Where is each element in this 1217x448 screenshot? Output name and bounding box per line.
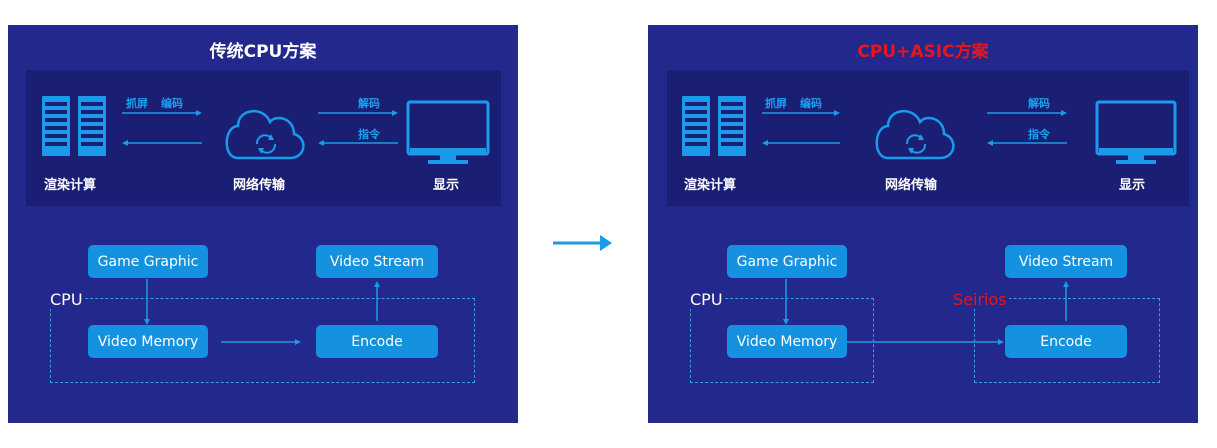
panel-title: 传统CPU方案: [209, 42, 317, 62]
encode-node: Encode: [316, 325, 438, 358]
render-label: 渲染计算: [44, 178, 97, 193]
cpu-asic-panel: CPU+ASIC方案: [648, 25, 1198, 423]
cpu-label: CPU: [48, 290, 85, 309]
flow-arrows: [122, 110, 398, 146]
display-label: 显示: [433, 178, 460, 193]
flow-connectors: [144, 279, 380, 345]
server-rack-icon: [682, 96, 746, 156]
cloud-sync-icon: [875, 110, 955, 160]
video-stream-node: Video Stream: [316, 245, 438, 278]
video-memory-node: Video Memory: [88, 325, 208, 358]
pipeline-overview: 抓屏 编码 解码 指令 渲染计算 网络传输 显示: [26, 70, 501, 206]
encode-node: Encode: [1005, 325, 1127, 358]
command-label: 指令: [358, 128, 380, 141]
monitor-icon: [406, 100, 490, 164]
decode-label: 解码: [358, 97, 380, 110]
game-graphic-node: Game Graphic: [88, 245, 208, 278]
pipeline-overview: 抓屏 编码 解码 指令 渲染计算 网络传输 显示: [667, 70, 1189, 206]
display-label: 显示: [1119, 178, 1146, 193]
command-label: 指令: [1028, 128, 1050, 141]
monitor-icon: [1095, 100, 1177, 164]
decode-label: 解码: [1028, 97, 1050, 110]
capture-label: 抓屏: [765, 97, 787, 110]
flow-connectors: [783, 279, 1069, 345]
server-rack-icon: [42, 96, 106, 156]
cpu-dashed-box: [50, 298, 475, 383]
network-label: 网络传输: [885, 178, 938, 193]
capture-label: 抓屏: [126, 97, 148, 110]
traditional-cpu-panel: 传统CPU方案: [8, 25, 518, 423]
cpu-label: CPU: [688, 290, 725, 309]
render-label: 渲染计算: [684, 178, 737, 193]
game-graphic-node: Game Graphic: [727, 245, 847, 278]
encode-label: 编码: [161, 97, 183, 110]
seirios-label: Seirios: [951, 290, 1009, 309]
cpu-dashed-box: [690, 298, 874, 383]
encode-label: 编码: [800, 97, 822, 110]
cloud-sync-icon: [225, 110, 305, 160]
seirios-dashed-box: [974, 298, 1160, 383]
video-memory-node: Video Memory: [727, 325, 847, 358]
network-label: 网络传输: [233, 178, 286, 193]
panel-title: CPU+ASIC方案: [857, 42, 989, 62]
flow-arrows: [762, 110, 1067, 146]
video-stream-node: Video Stream: [1005, 245, 1127, 278]
